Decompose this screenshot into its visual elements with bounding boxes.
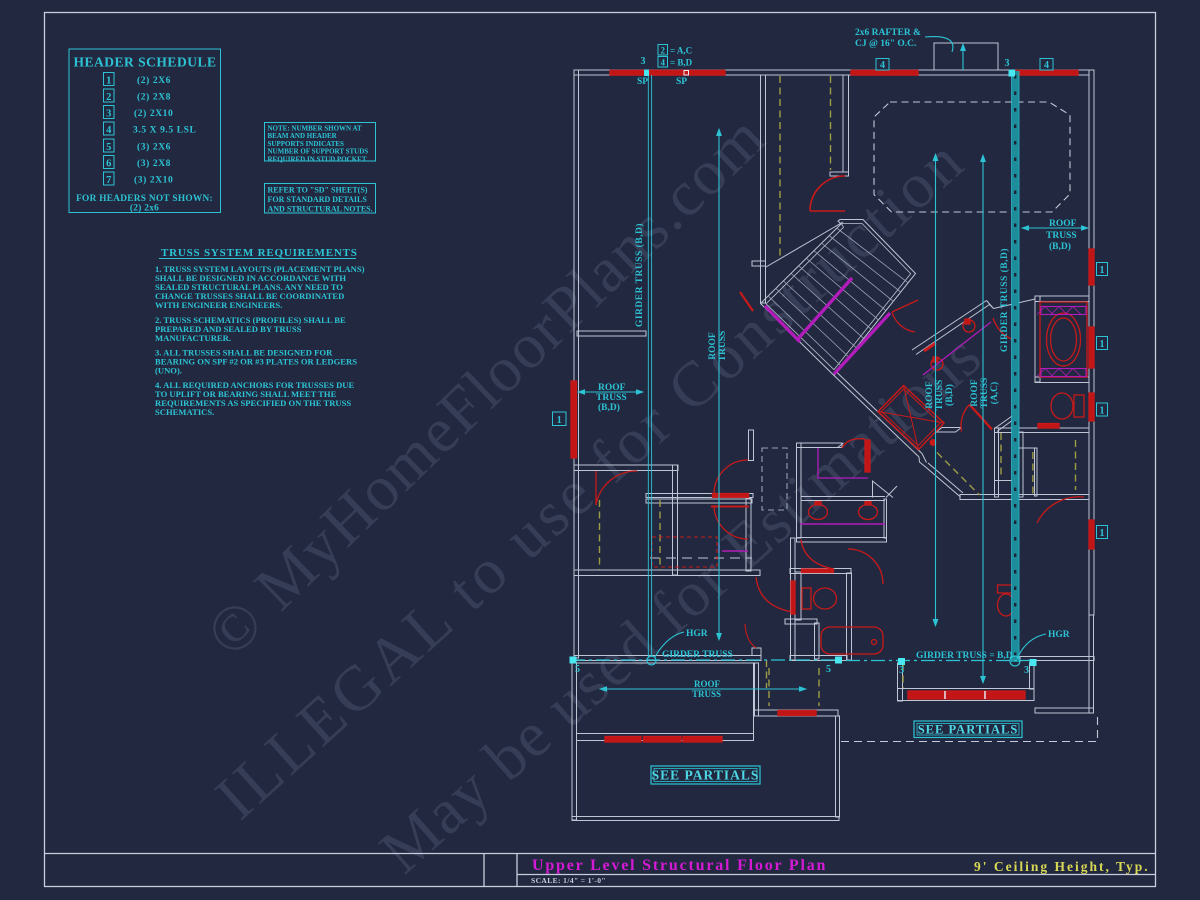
svg-text:SHALL BE DESIGNED IN ACCORDANC: SHALL BE DESIGNED IN ACCORDANCE WITH — [155, 273, 346, 283]
svg-text:2x6 RAFTER &: 2x6 RAFTER & — [855, 28, 921, 38]
svg-text:PREPARED AND SEALED BY TRUSS: PREPARED AND SEALED BY TRUSS — [155, 324, 302, 334]
svg-text:3: 3 — [641, 56, 646, 67]
svg-text:3. ALL TRUSSES SHALL BE DESIGN: 3. ALL TRUSSES SHALL BE DESIGNED FOR — [155, 348, 333, 358]
svg-text:3: 3 — [106, 109, 111, 120]
svg-text:9' Ceiling Height, Typ.: 9' Ceiling Height, Typ. — [974, 859, 1150, 874]
svg-text:(B,D): (B,D) — [944, 384, 955, 406]
svg-text:= B,D: = B,D — [670, 58, 693, 68]
svg-text:NUMBER OF SUPPORT STUDS: NUMBER OF SUPPORT STUDS — [268, 148, 369, 156]
svg-text:1. TRUSS SYSTEM LAYOUTS (PLACE: 1. TRUSS SYSTEM LAYOUTS (PLACEMENT PLANS… — [155, 264, 365, 274]
svg-text:HGR: HGR — [1048, 630, 1070, 640]
svg-text:3: 3 — [1005, 58, 1010, 69]
svg-text:TRUSS: TRUSS — [718, 331, 728, 362]
svg-text:3.5 X 9.5 LSL: 3.5 X 9.5 LSL — [133, 126, 197, 136]
svg-text:3: 3 — [899, 665, 904, 676]
svg-text:REFER TO "SD" SHEET(S): REFER TO "SD" SHEET(S) — [268, 186, 368, 195]
svg-text:5: 5 — [826, 664, 831, 675]
svg-text:MANUFACTURER.: MANUFACTURER. — [155, 333, 231, 343]
svg-text:6: 6 — [106, 159, 111, 170]
svg-text:GIRDER TRUSS = B,D: GIRDER TRUSS = B,D — [916, 651, 1013, 661]
svg-text:GIRDER TRUSS: GIRDER TRUSS — [662, 650, 733, 660]
svg-text:WITH ENGINEER ENGINEERS.: WITH ENGINEER ENGINEERS. — [155, 300, 282, 310]
svg-text:(3) 2X6: (3) 2X6 — [137, 142, 171, 153]
svg-text:7: 7 — [106, 175, 111, 186]
svg-text:BEARING ON SPF #2 OR #3 PLATES: BEARING ON SPF #2 OR #3 PLATES OR LEDGER… — [155, 357, 357, 367]
svg-text:4: 4 — [880, 60, 885, 71]
svg-text:TRUSS: TRUSS — [692, 689, 721, 699]
svg-text:REQUIREMENTS AS SPECIFIED ON T: REQUIREMENTS AS SPECIFIED ON THE TRUSS — [155, 398, 351, 408]
svg-text:(2) 2X6: (2) 2X6 — [137, 75, 171, 86]
svg-text:ROOF: ROOF — [1049, 219, 1077, 229]
svg-text:1: 1 — [557, 415, 562, 426]
svg-text:SP: SP — [676, 77, 687, 87]
svg-text:BEAM AND HEADER: BEAM AND HEADER — [268, 132, 338, 140]
svg-text:TRUSS: TRUSS — [1046, 231, 1077, 241]
svg-text:4: 4 — [1044, 60, 1049, 71]
svg-text:TO UPLIFT OR BEARING SHALL MEE: TO UPLIFT OR BEARING SHALL MEET THE — [155, 389, 337, 399]
svg-text:CJ @ 16" O.C.: CJ @ 16" O.C. — [855, 39, 916, 49]
svg-text:SCALE: 1/4" = 1'-0": SCALE: 1/4" = 1'-0" — [531, 876, 606, 885]
svg-text:TRUSS SYSTEM REQUIREMENTS: TRUSS SYSTEM REQUIREMENTS — [161, 247, 358, 259]
svg-text:(3) 2X8: (3) 2X8 — [137, 158, 171, 169]
svg-text:1: 1 — [1100, 406, 1105, 417]
svg-text:TRUSS: TRUSS — [596, 393, 627, 403]
svg-text:4. ALL REQUIRED ANCHORS FOR TR: 4. ALL REQUIRED ANCHORS FOR TRUSSES DUE — [155, 380, 354, 390]
svg-text:GIRDER TRUSS (B,D): GIRDER TRUSS (B,D) — [999, 248, 1010, 352]
svg-text:4: 4 — [106, 125, 112, 136]
svg-text:NOTE: NUMBER SHOWN AT: NOTE: NUMBER SHOWN AT — [268, 125, 363, 133]
svg-text:(3) 2X10: (3) 2X10 — [134, 175, 173, 186]
svg-text:ROOF: ROOF — [708, 332, 718, 360]
svg-text:AND STRUCTURAL NOTES.: AND STRUCTURAL NOTES. — [268, 205, 373, 214]
svg-text:= A,C: = A,C — [670, 46, 692, 56]
svg-text:5: 5 — [575, 664, 580, 675]
svg-text:(2) 2X10: (2) 2X10 — [134, 108, 173, 119]
svg-text:1: 1 — [1100, 528, 1105, 539]
svg-text:4: 4 — [661, 58, 666, 68]
svg-text:(2) 2x6: (2) 2x6 — [130, 203, 159, 214]
svg-text:(UNO).: (UNO). — [155, 366, 182, 376]
svg-text:5: 5 — [106, 142, 111, 153]
svg-text:GIRDER TRUSS (B,D): GIRDER TRUSS (B,D) — [634, 223, 645, 327]
svg-text:2: 2 — [106, 92, 111, 103]
svg-text:SEALED STRUCTURAL PLANS. ANY N: SEALED STRUCTURAL PLANS. ANY NEED TO — [155, 282, 343, 292]
svg-text:SCHEMATICS.: SCHEMATICS. — [155, 407, 214, 417]
svg-text:HEADER SCHEDULE: HEADER SCHEDULE — [74, 55, 217, 70]
svg-text:(B,D): (B,D) — [1049, 241, 1071, 252]
svg-text:TRUSS: TRUSS — [980, 378, 990, 409]
svg-text:SEE PARTIALS: SEE PARTIALS — [652, 768, 760, 783]
svg-text:(B,D): (B,D) — [598, 402, 620, 413]
svg-text:1: 1 — [1100, 339, 1105, 350]
svg-text:2: 2 — [661, 46, 666, 56]
svg-text:FOR HEADERS NOT SHOWN:: FOR HEADERS NOT SHOWN: — [76, 194, 213, 204]
svg-text:SEE PARTIALS: SEE PARTIALS — [918, 723, 1019, 737]
svg-text:1: 1 — [1100, 265, 1105, 276]
svg-text:(2) 2X8: (2) 2X8 — [137, 92, 171, 103]
svg-text:ROOF: ROOF — [694, 679, 721, 689]
svg-text:HGR: HGR — [686, 629, 708, 639]
svg-text:Upper Level Structural Floo: Upper Level Structural Floor Plan — [532, 857, 827, 874]
svg-text:REQUIRED IN STUD POCKET.: REQUIRED IN STUD POCKET. — [268, 155, 368, 163]
svg-text:ROOF: ROOF — [598, 383, 626, 393]
svg-text:ROOF: ROOF — [925, 381, 935, 409]
svg-text:ROOF: ROOF — [970, 379, 980, 407]
svg-text:CHANGE TRUSSES SHALL BE COORDI: CHANGE TRUSSES SHALL BE COORDINATED — [155, 291, 344, 301]
svg-text:SUPPORTS INDICATES: SUPPORTS INDICATES — [268, 140, 345, 148]
svg-text:FOR STANDARD DETAILS: FOR STANDARD DETAILS — [268, 195, 368, 204]
svg-text:3: 3 — [1024, 665, 1029, 676]
svg-text:(A,C): (A,C) — [989, 382, 1000, 404]
svg-text:TRUSS: TRUSS — [935, 380, 945, 411]
svg-text:SP: SP — [637, 77, 648, 87]
svg-text:1: 1 — [106, 76, 111, 87]
svg-text:2. TRUSS SCHEMATICS (PROFILES): 2. TRUSS SCHEMATICS (PROFILES) SHALL BE — [155, 315, 346, 325]
